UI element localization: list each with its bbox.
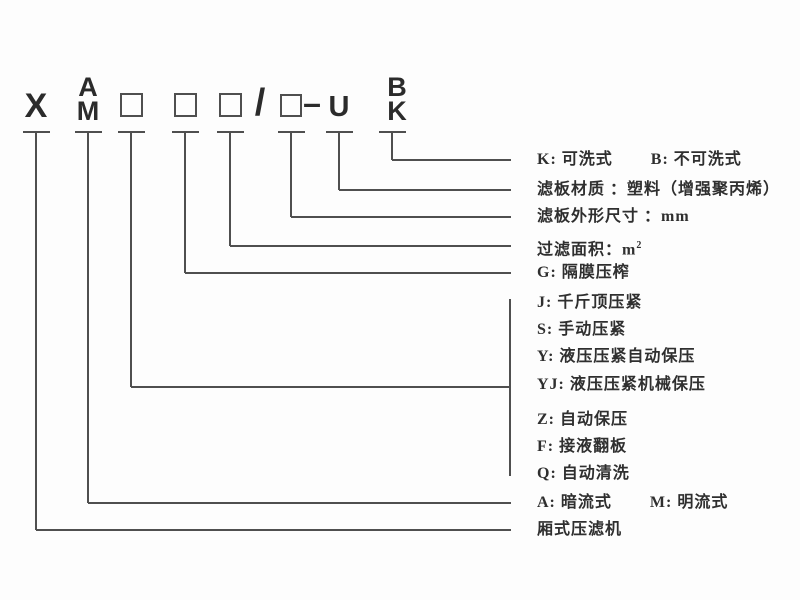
leader-line-v-box4 <box>290 132 292 217</box>
legend-text: Y: 液压压紧自动保压 <box>537 348 696 365</box>
leader-line-h-box2 <box>185 272 511 274</box>
code-letter-a: A <box>78 72 98 102</box>
legend-text: Q: 自动清洗 <box>537 465 630 482</box>
legend-text: B: 不可洗式 <box>650 151 742 168</box>
legend-text: A: 暗流式 <box>537 494 612 511</box>
legend-row-j: J: 千斤顶压紧 <box>537 292 642 314</box>
leader-line-v-u <box>338 132 340 190</box>
code-letter-stack-am: A M <box>71 72 105 126</box>
legend-text: 厢式压滤机 <box>537 521 623 538</box>
code-letter-x: X <box>24 87 48 125</box>
leader-line-h-am <box>88 502 511 504</box>
legend-text: Z: 自动保压 <box>537 411 629 428</box>
code-slash-separator: / <box>254 82 266 124</box>
leader-line-h-box1 <box>131 386 511 388</box>
code-letter-m: M <box>76 96 100 126</box>
legend-row-f: F: 接液翻板 <box>537 436 627 458</box>
leader-line-h-box4 <box>291 216 511 218</box>
legend-row-plate-material: 滤板材质 ：塑料（增强聚丙烯） <box>537 179 780 201</box>
leader-line-v-box1 <box>130 132 132 387</box>
legend-row-g: G: 隔膜压榨 <box>537 262 630 284</box>
placeholder-box-2-icon <box>174 93 197 117</box>
legend-text: M: 明流式 <box>649 494 729 511</box>
leader-line-v-box2 <box>184 132 186 273</box>
placeholder-box-1-icon <box>120 93 143 117</box>
legend-row-yj: YJ: 液压压紧机械保压 <box>537 374 706 396</box>
legend-row-machine-type: 厢式压滤机 <box>537 519 622 541</box>
placeholder-box-3-icon <box>219 93 242 117</box>
leader-line-h-bk <box>392 159 511 161</box>
leader-line-v-bk <box>391 132 393 160</box>
legend-text: F: 接液翻板 <box>537 438 628 455</box>
code-letter-stack-bk: B K <box>380 72 414 126</box>
leader-line-h-box3 <box>230 245 511 247</box>
legend-row-s: S: 手动压紧 <box>537 319 626 341</box>
leader-line-v-x <box>35 132 37 530</box>
placeholder-box-4-icon <box>280 94 302 117</box>
code-dash-separator: – <box>303 85 321 121</box>
legend-row-q: Q: 自动清洗 <box>537 463 630 485</box>
legend-text: J: 千斤顶压紧 <box>537 294 643 311</box>
code-letter-k: K <box>387 96 407 126</box>
legend-text: 滤板外形尺寸 ：mm <box>537 208 690 225</box>
legend-superscript: 2 <box>636 240 642 251</box>
leader-line-h-x <box>36 529 511 531</box>
legend-text: K: 可洗式 <box>537 151 613 168</box>
code-letter-u: U <box>328 91 350 123</box>
leader-line-v-box3 <box>229 132 231 246</box>
legend-row-plate-size: 滤板外形尺寸 ：mm <box>537 206 690 228</box>
legend-row-flow-type: A: 暗流式 M: 明流式 <box>537 492 728 514</box>
code-letter-b: B <box>387 72 407 102</box>
leader-line-v-am <box>87 132 89 503</box>
legend-row-y: Y: 液压压紧自动保压 <box>537 346 695 368</box>
legend-row-z: Z: 自动保压 <box>537 409 628 431</box>
legend-text: 滤板材质 ：塑料（增强聚丙烯） <box>537 181 781 198</box>
legend-text: G: 隔膜压榨 <box>537 264 630 281</box>
group-bracket <box>509 299 511 476</box>
legend-text: 过滤面积：m <box>537 241 637 259</box>
leader-line-h-u <box>339 189 511 191</box>
legend-text: S: 手动压紧 <box>537 321 627 338</box>
legend-row-washable: K: 可洗式 B: 不可洗式 <box>537 149 742 171</box>
legend-text: YJ: 液压压紧机械保压 <box>537 376 706 393</box>
legend-row-filter-area: 过滤面积：m2 <box>537 235 642 259</box>
